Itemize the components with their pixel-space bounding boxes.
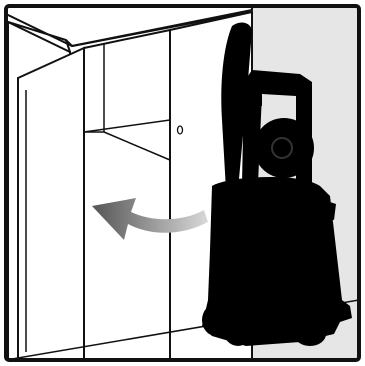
cabinet-open-door <box>18 48 84 360</box>
cabinet-interior <box>84 30 170 360</box>
scene <box>6 6 359 360</box>
